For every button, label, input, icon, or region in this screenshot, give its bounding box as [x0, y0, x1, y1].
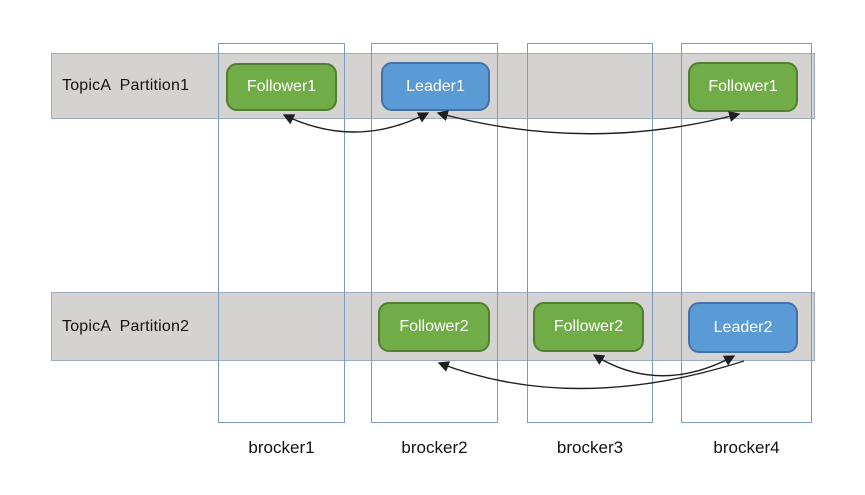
node-follower2-brocker3: Follower2: [533, 302, 644, 352]
broker-column-brocker3: [527, 43, 653, 423]
broker-caption-brocker2: brocker2: [401, 438, 468, 457]
node-leader2-brocker4: Leader2: [688, 302, 798, 353]
node-leader1-brocker2: Leader1: [381, 62, 490, 111]
broker-caption-brocker1: brocker1: [248, 438, 315, 457]
broker-caption-brocker3: brocker3: [556, 438, 624, 457]
partition-label: TopicA Partition2: [62, 317, 190, 335]
node-follower2-brocker2: Follower2: [378, 302, 490, 352]
broker-column-brocker1: [218, 43, 345, 423]
partition-label: TopicA Partition1: [62, 77, 190, 94]
broker-column-brocker2: [371, 43, 498, 423]
broker-caption-brocker4: brocker4: [713, 438, 780, 457]
broker-column-brocker4: [681, 43, 812, 423]
node-follower1-brocker1: Follower1: [226, 63, 337, 111]
node-follower1-brocker4: Follower1: [688, 62, 798, 112]
